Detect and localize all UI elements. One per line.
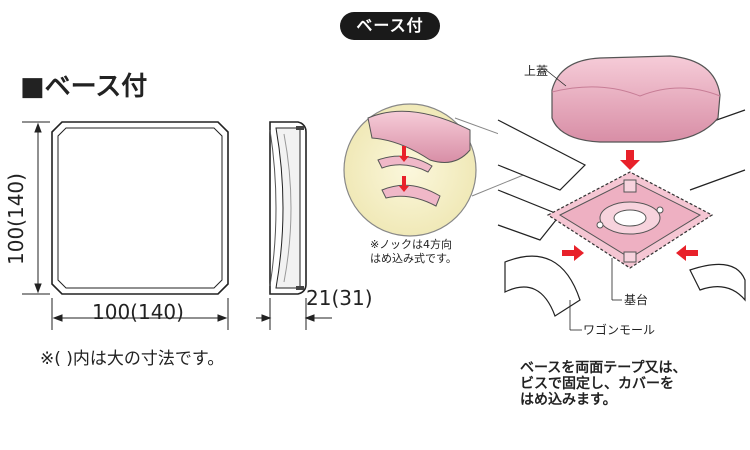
insert-arrows xyxy=(562,150,698,261)
product-badge: ベース付 xyxy=(340,12,440,40)
installation-instruction: ベースを両面テープ又は、 ビスで固定し、カバーを はめ込みます。 xyxy=(520,360,686,408)
section-title: ■ベース付 xyxy=(20,72,148,102)
knock-note-line: ※ノックは4方向 xyxy=(370,238,452,251)
height-dimension-line xyxy=(22,121,50,295)
base-label: 基台 xyxy=(624,293,649,307)
instruction-line: ベースを両面テープ又は、 xyxy=(520,360,687,376)
knock-note: ※ノックは4方向 はめ込み式です。 xyxy=(370,238,457,266)
lid-label: 上蓋 xyxy=(524,64,549,78)
width-dimension-line xyxy=(51,298,229,330)
wagon-mall-label: ワゴンモール xyxy=(583,323,656,337)
front-view xyxy=(51,121,229,295)
lid-leader-line xyxy=(545,69,567,87)
side-view xyxy=(269,121,307,295)
width-dimension-label: 100(140) xyxy=(92,300,184,324)
knock-detail-zoom xyxy=(343,103,561,237)
size-note: ※( )内は大の寸法です。 xyxy=(40,349,225,369)
height-dimension-label: 100(140) xyxy=(4,173,28,265)
depth-dimension-line xyxy=(256,298,332,330)
lid xyxy=(551,55,721,143)
wagon-mall xyxy=(497,109,746,317)
instruction-line: ビスで固定し、カバーを xyxy=(520,376,674,392)
knock-note-line: はめ込み式です。 xyxy=(370,252,457,265)
depth-dimension-label: 21(31) xyxy=(306,286,373,310)
instruction-line: はめ込みます。 xyxy=(520,392,617,408)
base-plate xyxy=(546,171,714,269)
